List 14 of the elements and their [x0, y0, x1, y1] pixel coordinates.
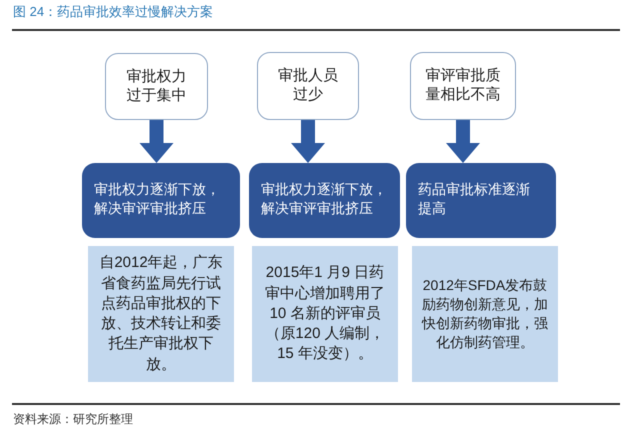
- arrow: [140, 120, 174, 163]
- solution-box: 审批权力逐渐下放，解决审评审批挤压: [82, 163, 240, 238]
- problem-box: 审评审批质量相比不高: [410, 52, 516, 120]
- detail-box: 自2012年起，广东省食药监局先行试点药品审批权的下放、技术转让和委托生产审批权下放。: [88, 246, 234, 382]
- figure-title: 图 24：药品审批效率过慢解决方案: [13, 3, 214, 21]
- arrow: [291, 120, 325, 163]
- arrow: [446, 120, 480, 163]
- problem-box: 审批人员过少: [257, 52, 359, 120]
- solution-box: 药品审批标准逐渐提高: [406, 163, 556, 238]
- source-note: 资料来源：研究所整理: [13, 411, 133, 427]
- problem-box: 审批权力过于集中: [105, 53, 208, 120]
- detail-box: 2012年SFDA发布鼓励药物创新意见，加快创新药物审批，强化仿制药管理。: [412, 246, 558, 382]
- detail-box: 2015年1 月9 日药审中心增加聘用了10 名新的评审员（原120 人编制，15 年没变）。: [252, 246, 398, 382]
- solution-box: 审批权力逐渐下放，解决审评审批挤压: [249, 163, 400, 238]
